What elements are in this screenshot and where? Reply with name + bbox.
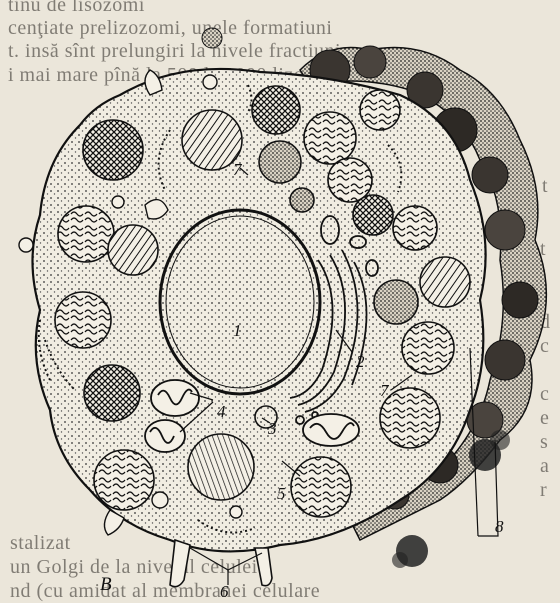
- nucleus: [160, 210, 320, 394]
- label-1-nucleus: 1: [233, 321, 242, 340]
- label-panel-B: B: [100, 574, 112, 595]
- label-2-golgi: 2: [356, 352, 365, 371]
- label-8-membrane: 8: [495, 517, 504, 536]
- label-3-centriole: 3: [267, 419, 277, 438]
- vesicle: [202, 28, 222, 48]
- label-6-pseudopods: 6: [220, 582, 229, 601]
- label-5: 5: [277, 484, 286, 503]
- label-4-mitochondria: 4: [217, 402, 226, 421]
